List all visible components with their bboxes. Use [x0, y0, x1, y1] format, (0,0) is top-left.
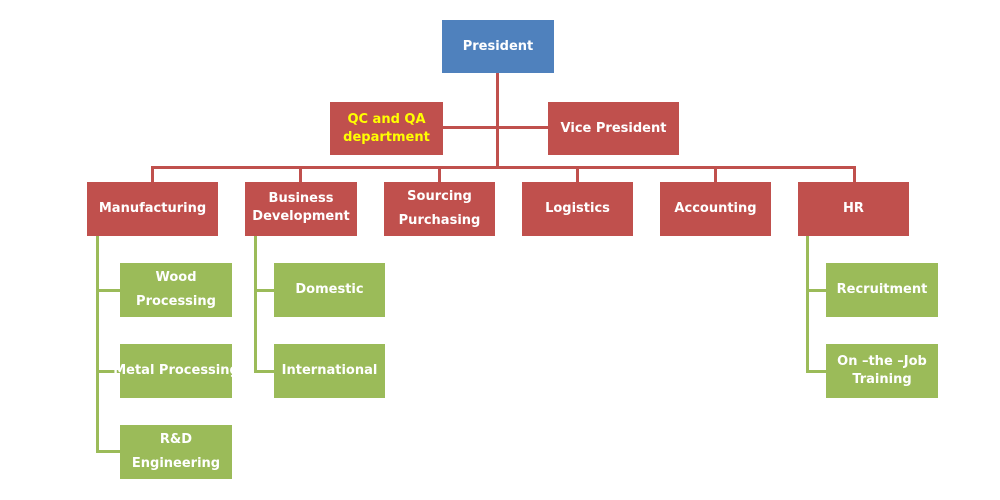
vice-president-box: Vice President — [548, 102, 679, 155]
connector-metal — [96, 370, 120, 373]
training-label-line1: On –the –Job — [837, 354, 927, 369]
connector-qc-branch — [443, 126, 496, 129]
qc-qa-box: QC and QA department — [330, 102, 443, 155]
domestic-box: Domestic — [274, 263, 385, 317]
hr-label: HR — [843, 201, 864, 216]
wood-processing-label-line2: Processing — [136, 294, 216, 309]
international-label: International — [281, 363, 378, 378]
metal-processing-box: Metal Processing — [113, 344, 239, 398]
president-label: President — [462, 38, 534, 54]
rnd-label-line1: R&D — [159, 432, 193, 447]
accounting-box: Accounting — [660, 182, 771, 236]
qc-qa-label-line1: QC and QA — [347, 111, 426, 127]
connector-manufacturing-spine — [96, 236, 99, 452]
training-label-line2: Training — [852, 372, 912, 387]
connector-drop-accounting — [714, 166, 717, 182]
connector-business-spine — [254, 236, 257, 372]
connector-domestic — [254, 289, 274, 292]
business-development-label-line1: Business — [268, 191, 334, 206]
connector-president-trunk — [496, 73, 499, 168]
business-development-box: Business Development — [245, 182, 357, 236]
president-box: President — [442, 20, 554, 73]
rnd-engineering-box: R&D Engineering — [120, 425, 232, 479]
sourcing-label-line1: Sourcing — [407, 189, 472, 204]
sourcing-label-line2: Purchasing — [398, 213, 481, 228]
connector-rnd — [96, 450, 120, 453]
connector-drop-logistics — [576, 166, 579, 182]
wood-processing-label-line1: Wood — [155, 270, 197, 285]
rnd-label-line2: Engineering — [131, 456, 221, 471]
connector-international — [254, 370, 274, 373]
hr-box: HR — [798, 182, 909, 236]
connector-recruitment — [806, 289, 826, 292]
business-development-label-line2: Development — [252, 209, 350, 224]
connector-drop-hr — [853, 166, 856, 182]
connector-training — [806, 370, 826, 373]
logistics-box: Logistics — [522, 182, 633, 236]
recruitment-label: Recruitment — [836, 282, 928, 297]
logistics-label: Logistics — [545, 201, 610, 216]
connector-wood — [96, 289, 120, 292]
accounting-label: Accounting — [674, 201, 757, 216]
connector-hr-spine — [806, 236, 809, 372]
connector-vp-branch — [499, 126, 548, 129]
connector-department-bus — [151, 166, 856, 169]
domestic-label: Domestic — [295, 282, 364, 297]
qc-qa-label-line2: department — [343, 129, 430, 145]
vice-president-label: Vice President — [560, 120, 667, 136]
connector-drop-manufacturing — [151, 166, 154, 182]
recruitment-box: Recruitment — [826, 263, 938, 317]
manufacturing-label: Manufacturing — [98, 201, 207, 216]
manufacturing-box: Manufacturing — [87, 182, 218, 236]
wood-processing-box: Wood Processing — [120, 263, 232, 317]
connector-drop-sourcing — [438, 166, 441, 182]
metal-processing-label: Metal Processing — [113, 363, 239, 378]
connector-drop-business — [299, 166, 302, 182]
on-the-job-training-box: On –the –Job Training — [826, 344, 938, 398]
international-box: International — [274, 344, 385, 398]
sourcing-purchasing-box: Sourcing Purchasing — [384, 182, 495, 236]
